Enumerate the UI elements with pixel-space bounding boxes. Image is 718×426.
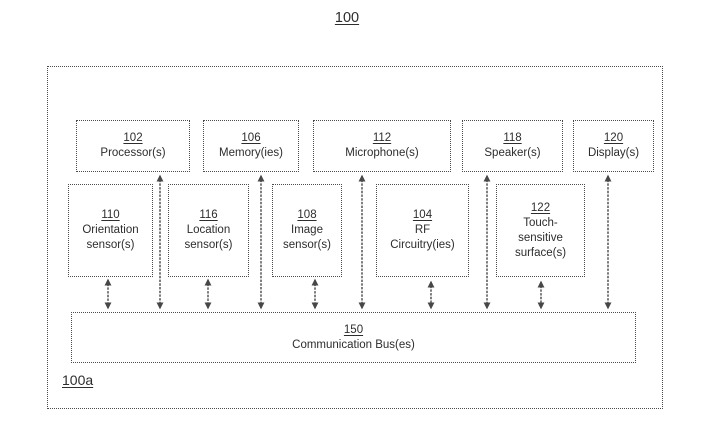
- outer-box-label: 100a: [62, 372, 94, 388]
- ref-number: 150: [343, 323, 364, 336]
- block-label-line: sensor(s): [283, 239, 331, 251]
- block-communication-bus: 150 Communication Bus(es): [71, 312, 636, 363]
- block-displays: 120 Display(s): [573, 120, 654, 172]
- ref-number: 106: [241, 132, 261, 144]
- block-label-line: Orientation: [82, 224, 139, 236]
- ref-number: 118: [503, 132, 522, 144]
- ref-number: 122: [530, 201, 551, 214]
- block-label-line: Touch-: [523, 216, 558, 229]
- device-outer-box: [47, 66, 663, 409]
- ref-number: 104: [412, 209, 433, 221]
- block-location-sensors: 116 Location sensor(s): [168, 184, 249, 277]
- block-label: Speaker(s): [484, 147, 541, 159]
- block-rf-circuitry: 104 RF Circuitry(ies): [376, 184, 469, 277]
- block-microphones: 112 Microphone(s): [313, 120, 451, 172]
- block-label-line: surface(s): [514, 246, 567, 259]
- block-label: Memory(ies): [219, 147, 283, 159]
- block-label-line: Location: [186, 224, 231, 236]
- ref-number: 110: [101, 209, 120, 221]
- ref-number: 108: [297, 209, 317, 221]
- block-label: Processor(s): [100, 147, 166, 159]
- block-label-line: sensitive: [518, 231, 563, 244]
- block-label: Communication Bus(es): [292, 338, 415, 351]
- ref-number: 112: [372, 132, 392, 144]
- block-speakers: 118 Speaker(s): [462, 120, 563, 172]
- block-label-line: sensor(s): [86, 239, 135, 251]
- figure-number-label: 100: [334, 10, 360, 26]
- block-image-sensors: 108 Image sensor(s): [272, 184, 342, 277]
- block-label-line: Image: [291, 224, 323, 236]
- block-label: Microphone(s): [345, 147, 419, 159]
- block-processors: 102 Processor(s): [76, 120, 190, 172]
- block-orientation-sensors: 110 Orientation sensor(s): [68, 184, 153, 277]
- ref-number: 102: [123, 132, 143, 144]
- ref-number: 120: [603, 132, 624, 144]
- block-label-line: RF: [414, 224, 431, 236]
- block-label-line: Circuitry(ies): [390, 239, 455, 251]
- block-touch-sensitive-surface: 122 Touch- sensitive surface(s): [496, 184, 585, 277]
- block-label: Display(s): [587, 147, 640, 159]
- block-memories: 106 Memory(ies): [203, 120, 299, 172]
- ref-number: 116: [199, 209, 218, 221]
- block-label-line: sensor(s): [184, 239, 233, 251]
